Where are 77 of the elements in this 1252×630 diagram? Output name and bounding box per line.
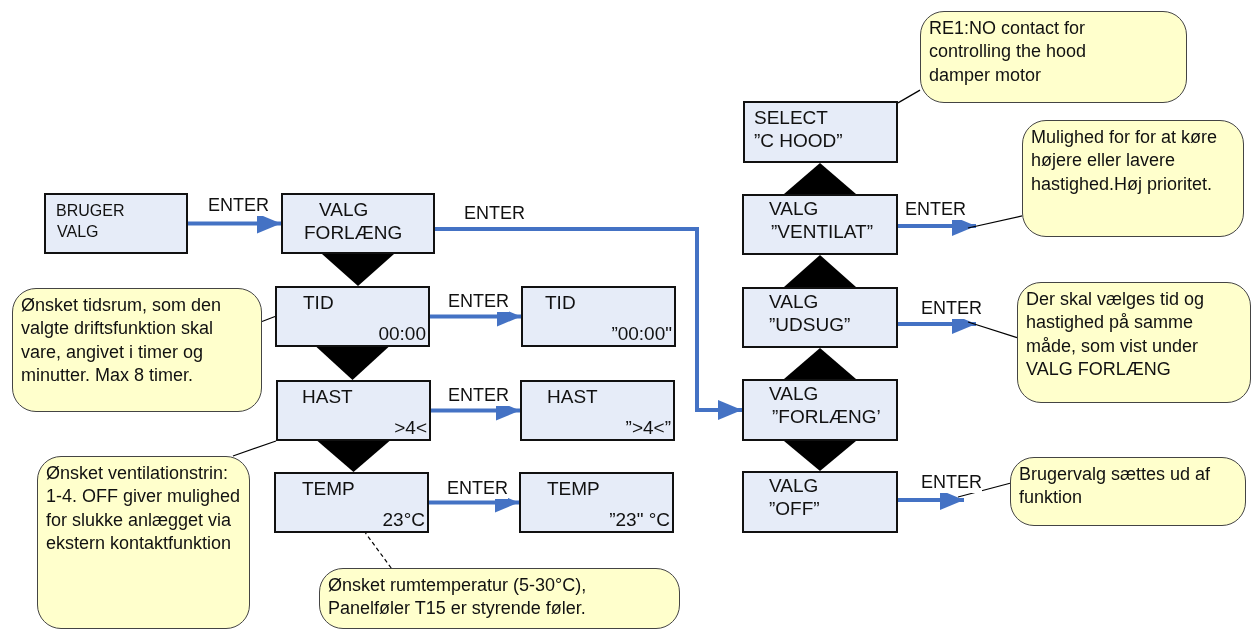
edge-label: ENTER	[921, 299, 982, 319]
arrow-triangle	[784, 441, 856, 471]
menu-box	[520, 380, 675, 441]
menu-box	[742, 194, 898, 255]
edge-label: ENTER	[448, 292, 509, 312]
menu-label: VALG	[769, 475, 819, 498]
note-callout	[1022, 120, 1244, 237]
edge-label: ENTER	[921, 473, 982, 493]
menu-value: ”FORLÆNG’	[772, 405, 881, 429]
menu-value: ”C HOOD”	[754, 129, 843, 153]
note-callout	[1010, 457, 1246, 526]
leader-line	[364, 532, 392, 569]
leader-line	[261, 315, 276, 323]
leader-line	[957, 482, 1011, 498]
note-callout	[12, 288, 262, 412]
menu-label: TEMP	[547, 478, 600, 501]
menu-label: VALG	[769, 383, 819, 406]
menu-box	[276, 380, 431, 441]
menu-label: TID	[545, 292, 576, 315]
arrow-triangle	[784, 255, 856, 287]
menu-value: 00:00	[378, 322, 426, 346]
edge-label: ENTER	[447, 479, 508, 499]
menu-label: TEMP	[302, 478, 355, 501]
menu-box	[275, 286, 430, 347]
menu-value: ”UDSUG”	[769, 313, 851, 337]
menu-box	[742, 287, 898, 348]
arrow-triangle	[322, 254, 394, 286]
menu-label: VALG	[319, 199, 369, 222]
leader-line	[967, 321, 1018, 339]
leader-line	[967, 215, 1023, 229]
menu-box	[274, 472, 429, 533]
arrow	[898, 490, 964, 510]
menu-value: ”>4<”	[625, 416, 671, 440]
menu-value: VALG	[57, 222, 99, 242]
arrow-triangle	[317, 441, 390, 472]
leader-line	[232, 440, 277, 457]
menu-box	[519, 472, 674, 533]
note-text: Brugervalg sættes ud af funktion	[1019, 463, 1212, 510]
edge-label: ENTER	[448, 386, 509, 406]
note-callout	[1017, 282, 1251, 403]
leader-line	[897, 89, 921, 104]
arrow	[188, 213, 281, 234]
menu-label: HAST	[547, 386, 598, 409]
menu-label: SELECT	[754, 107, 828, 130]
arrow-triangle	[316, 347, 389, 380]
edge-label: ENTER	[208, 196, 269, 216]
menu-value: ”VENTILAT”	[771, 220, 874, 244]
menu-value: FORLÆNG	[304, 221, 403, 245]
menu-value: ”23" °C	[609, 508, 670, 532]
menu-label: VALG	[769, 198, 819, 221]
menu-box	[742, 471, 898, 533]
menu-value: >4<	[394, 416, 427, 440]
menu-value: ”00:00"	[611, 322, 672, 346]
menu-box	[281, 193, 435, 254]
menu-box	[743, 101, 898, 163]
menu-box	[742, 379, 898, 441]
menu-box	[521, 286, 676, 347]
edge-label: ENTER	[905, 200, 966, 220]
note-text: Ønsket rumtemperatur (5-30°C), Panelføler T15 er styrende føler.	[328, 574, 588, 621]
note-text: Ønsket ventilationstrin: 1-4. OFF giver mulighed for slukke anlægget via ekstern kontaktfunktion	[46, 462, 242, 556]
menu-value: ”OFF”	[769, 497, 820, 521]
arrow-triangle	[784, 348, 856, 379]
note-text: Der skal vælges tid og hastighed på samme måde, som vist under VALG FORLÆNG	[1026, 288, 1206, 382]
note-text: RE1:NO contact for controlling the hood damper motor	[929, 17, 1088, 87]
menu-label: TID	[303, 292, 334, 315]
menu-label: HAST	[302, 386, 353, 409]
arrow	[435, 227, 742, 420]
menu-label: VALG	[769, 291, 819, 314]
menu-box	[44, 193, 188, 254]
menu-value: 23°C	[382, 508, 425, 532]
arrow-triangle	[784, 163, 856, 194]
menu-label: BRUGER	[56, 201, 125, 221]
note-callout	[37, 456, 250, 629]
note-text: Ønsket tidsrum, som den valgte driftsfunktion skal vare, angivet i timer og minutter. Max 8 timer.	[21, 294, 223, 388]
note-callout	[920, 11, 1187, 103]
note-text: Mulighed for for at køre højere eller lavere hastighed.Høj prioritet.	[1031, 126, 1219, 196]
note-callout	[319, 568, 680, 629]
